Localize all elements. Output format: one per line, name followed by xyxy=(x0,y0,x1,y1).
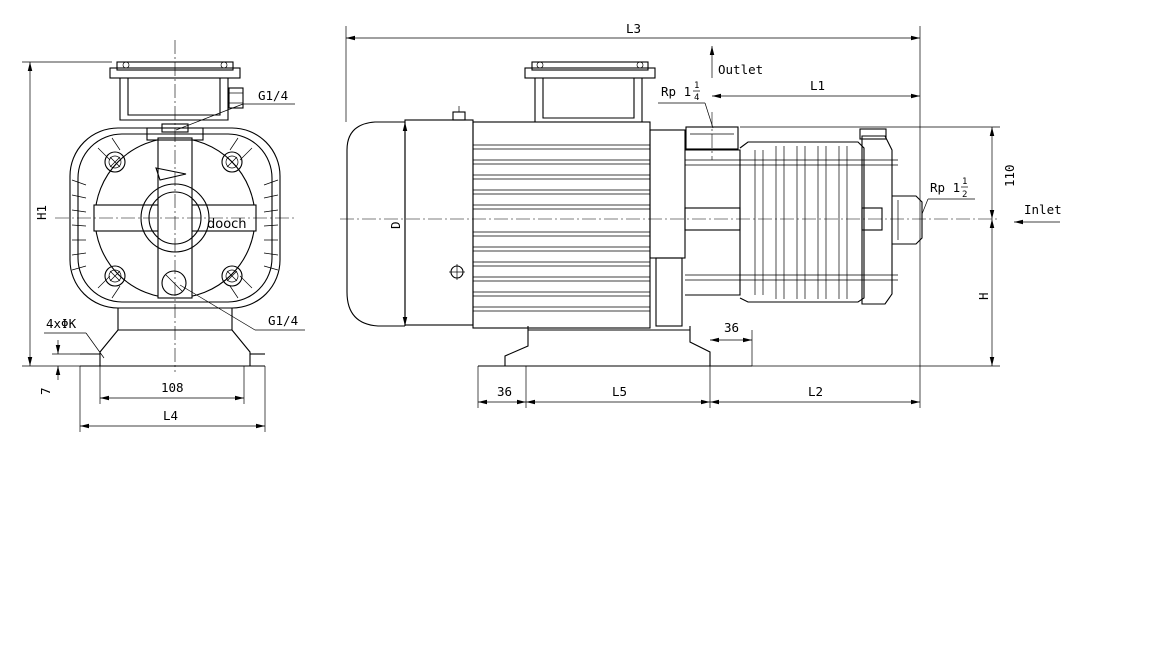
label-holes: 4xΦK xyxy=(46,316,77,331)
motor-body-side xyxy=(404,106,651,329)
bolt-top-right xyxy=(221,151,243,173)
inlet-thread-num: 1 xyxy=(962,177,967,187)
dim-110: 110 xyxy=(1002,164,1017,187)
base-side xyxy=(478,326,752,367)
dim-motor-diameter: D xyxy=(388,221,403,229)
dim-hole-spacing: 108 xyxy=(161,380,184,395)
terminal-box-side xyxy=(524,61,656,123)
bolt-bottom-left xyxy=(104,265,126,287)
dim-36-left: 36 xyxy=(497,384,512,399)
label-plug-bottom: G1/4 xyxy=(268,313,298,328)
label-inlet: Inlet xyxy=(1024,202,1062,217)
inlet-thread-prefix: Rp 1 xyxy=(930,180,960,195)
front-view: G1/4 G1/4 4xΦK H1 7 108 L4 dooch xyxy=(22,40,305,432)
adapter xyxy=(649,129,741,327)
dim-overall-length: L3 xyxy=(626,21,641,36)
outlet-thread-prefix: Rp 1 xyxy=(661,84,691,99)
dim-L5: L5 xyxy=(612,384,627,399)
dim-shaft-height: H xyxy=(976,292,991,300)
label-outlet-thread: Rp 1 1 4 xyxy=(658,81,714,129)
label-inlet-thread: Rp 1 1 2 xyxy=(921,177,975,215)
dim-base-length: L4 xyxy=(163,408,178,423)
outlet-thread-den: 4 xyxy=(694,93,699,103)
bolt-top-left xyxy=(104,151,126,173)
brand-logo: dooch xyxy=(207,217,247,232)
label-outlet: Outlet xyxy=(718,62,763,77)
bolt-bottom-right xyxy=(221,265,243,287)
pump-stages xyxy=(685,128,923,305)
dim-outlet-to-end: L1 xyxy=(810,78,825,93)
inlet-thread-den: 2 xyxy=(962,190,967,200)
dim-L2: L2 xyxy=(808,384,823,399)
dim-36-right: 36 xyxy=(724,320,739,335)
plug-top xyxy=(228,87,244,109)
side-view: L3 Outlet L1 Rp 1 1 4 Rp 1 1 2 Inlet xyxy=(340,21,1062,408)
label-plug-top: G1/4 xyxy=(258,88,288,103)
base-front xyxy=(80,308,265,367)
dim-total-height: H1 xyxy=(34,205,49,220)
pump-flange-front xyxy=(93,123,257,299)
outlet-thread-num: 1 xyxy=(694,81,699,91)
dim-base-thickness: 7 xyxy=(38,387,53,395)
